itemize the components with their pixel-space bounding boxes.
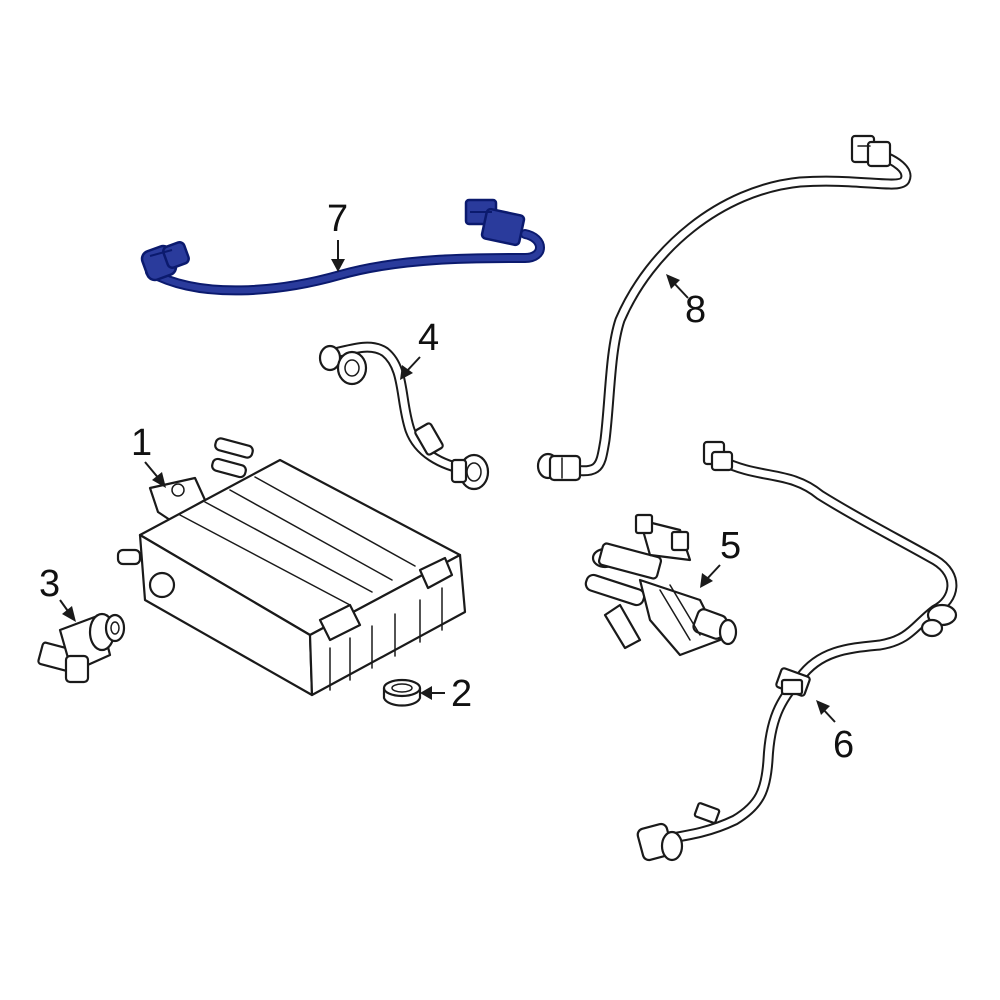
callout-label-6: 6 <box>833 724 854 766</box>
callout-3: 3 <box>39 563 76 622</box>
callout-label-7: 7 <box>327 198 348 240</box>
part-8-top-connector <box>850 134 892 168</box>
callout-4: 4 <box>400 317 439 380</box>
part-8-bottom-connector <box>536 452 582 482</box>
part-3-sensor[interactable] <box>37 612 126 684</box>
part-6-top-connector <box>702 440 734 472</box>
part-6-hose[interactable] <box>636 440 958 862</box>
part-8-hose[interactable] <box>536 134 912 482</box>
part-7-hose[interactable] <box>140 198 545 296</box>
part-7-left-connector <box>140 241 190 282</box>
callout-8: 8 <box>666 274 706 331</box>
part-5-valve[interactable] <box>584 513 738 657</box>
callout-6: 6 <box>816 700 854 766</box>
part-4-clip <box>414 422 444 456</box>
part-4-hose[interactable] <box>318 341 490 491</box>
callout-5: 5 <box>700 525 741 588</box>
part-1-canister[interactable] <box>116 437 467 697</box>
part-6-clip <box>775 667 811 697</box>
part-7-right-connector <box>464 198 526 247</box>
part-2-plug[interactable] <box>382 678 422 707</box>
callout-2: 2 <box>420 673 472 715</box>
callout-label-4: 4 <box>418 317 439 359</box>
callout-label-5: 5 <box>720 525 741 567</box>
part-6-bottom-connector <box>636 802 721 862</box>
callout-label-3: 3 <box>39 563 60 605</box>
callout-label-1: 1 <box>131 422 152 464</box>
part-6-right-connector <box>920 603 958 638</box>
callout-7: 7 <box>327 198 348 272</box>
part-1-ports <box>116 437 254 566</box>
callout-label-2: 2 <box>451 673 472 715</box>
part-4-left-connector <box>318 344 368 386</box>
callout-1: 1 <box>131 422 166 488</box>
part-4-right-connector <box>450 453 490 491</box>
callout-label-8: 8 <box>685 289 706 331</box>
